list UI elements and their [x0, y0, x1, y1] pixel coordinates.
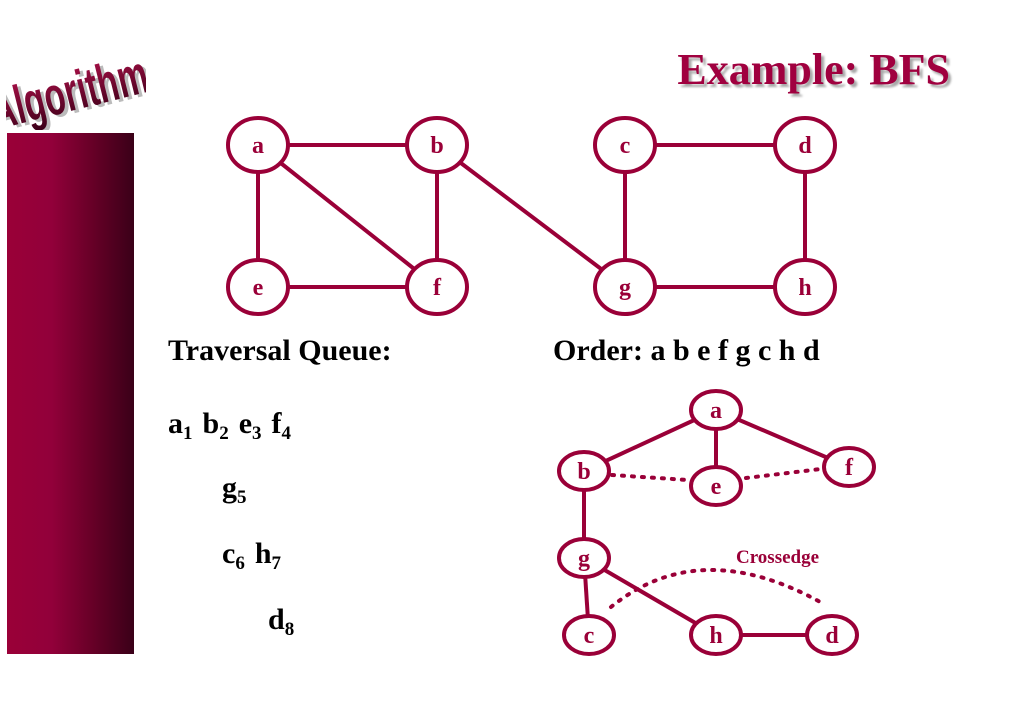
node-label: e — [253, 275, 264, 301]
tree-node-c: c — [562, 614, 616, 656]
graph-node-c: c — [593, 116, 657, 174]
queue-item-g: g5 — [222, 471, 247, 508]
tree-node-b: b — [557, 450, 611, 492]
node-label: g — [578, 546, 590, 572]
order-label: Order: a b e f g c h d — [553, 334, 820, 367]
graph-node-d: d — [773, 116, 837, 174]
tree-node-f: f — [822, 446, 876, 488]
graph-edge-b-g — [435, 143, 627, 289]
node-label: a — [710, 398, 722, 424]
cross-edge-b-e — [610, 473, 690, 482]
traversal-queue-label: Traversal Queue: — [168, 334, 392, 367]
node-label: d — [798, 133, 812, 159]
node-label: b — [430, 133, 443, 159]
queue-item-b: b2 — [202, 407, 229, 444]
queue-item-d: d8 — [268, 603, 295, 640]
graph-node-g: g — [593, 258, 657, 316]
slide-title: Example: BFS — [677, 45, 950, 94]
node-label: b — [577, 459, 590, 485]
queue-item-a: a1 — [168, 407, 193, 444]
graph-edges — [256, 143, 807, 289]
graph-edge-a-f — [256, 143, 439, 289]
bfs-tree-nodes: a b e f g c h d — [557, 389, 876, 656]
graph-nodes: a b c d e f g h — [226, 116, 837, 316]
node-label: f — [433, 275, 442, 301]
decorative-sidebar-bar — [7, 133, 134, 654]
node-label: e — [711, 474, 722, 500]
node-label: g — [619, 275, 631, 301]
node-label: c — [584, 623, 595, 649]
queue-item-e: e3 — [238, 407, 262, 444]
graph-node-a: a — [226, 116, 290, 174]
tree-node-e: e — [689, 465, 743, 507]
tree-node-d: d — [805, 614, 859, 656]
graph-node-b: b — [405, 116, 469, 174]
node-label: a — [252, 133, 264, 159]
crossedge-label: Crossedge — [736, 547, 819, 568]
node-label: d — [825, 623, 839, 649]
graph-node-e: e — [226, 258, 290, 316]
node-label: c — [620, 133, 631, 159]
graph-node-f: f — [405, 258, 469, 316]
node-label: h — [798, 275, 811, 301]
tree-node-h: h — [689, 614, 743, 656]
bfs-tree-edges — [582, 408, 850, 637]
queue-row: d8 — [268, 603, 304, 641]
node-label: h — [709, 623, 722, 649]
node-label: f — [845, 455, 854, 481]
graph-node-h: h — [773, 258, 837, 316]
cross-edge-e-f — [744, 467, 823, 480]
tree-node-a: a — [689, 389, 743, 431]
tree-node-g: g — [557, 537, 611, 579]
tree-edge-g-h — [582, 556, 718, 637]
cross-edge-c-d — [609, 568, 824, 609]
queue-item-f: f4 — [271, 407, 292, 444]
queue-row: g5 — [222, 471, 257, 509]
queue-item-c: c6 — [222, 537, 245, 574]
queue-item-h: h7 — [254, 537, 282, 574]
